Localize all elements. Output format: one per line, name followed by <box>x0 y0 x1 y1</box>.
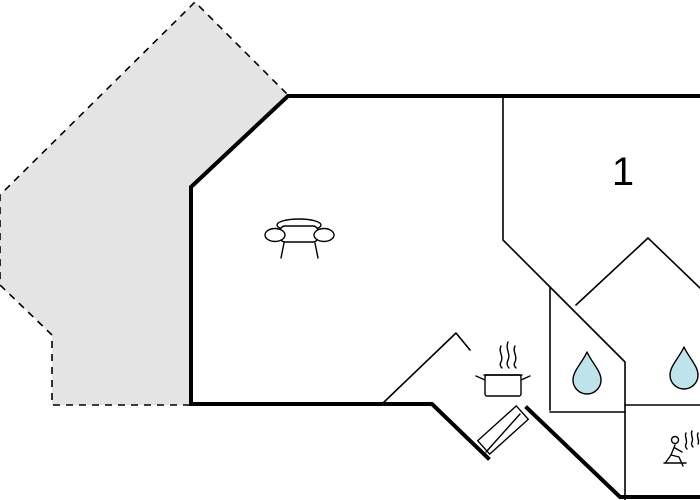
wall-kitchen-counter <box>382 332 471 404</box>
exterior-wall-lower <box>524 405 700 499</box>
sofa-icon <box>264 218 335 259</box>
cooking-pot-icon <box>475 341 531 397</box>
exterior-walls <box>189 94 700 499</box>
water-drop-icon <box>669 346 699 390</box>
exterior-wall-main <box>189 94 700 461</box>
counter-block <box>476 405 530 455</box>
room-number-label: 1 <box>612 150 634 194</box>
wall-bedroom-roof <box>575 237 700 306</box>
water-drop-icon <box>572 351 602 395</box>
interior-walls <box>382 94 700 500</box>
wall-bedroom-left <box>502 94 626 500</box>
terrace-area <box>0 0 290 406</box>
sauna-icon <box>663 430 700 467</box>
